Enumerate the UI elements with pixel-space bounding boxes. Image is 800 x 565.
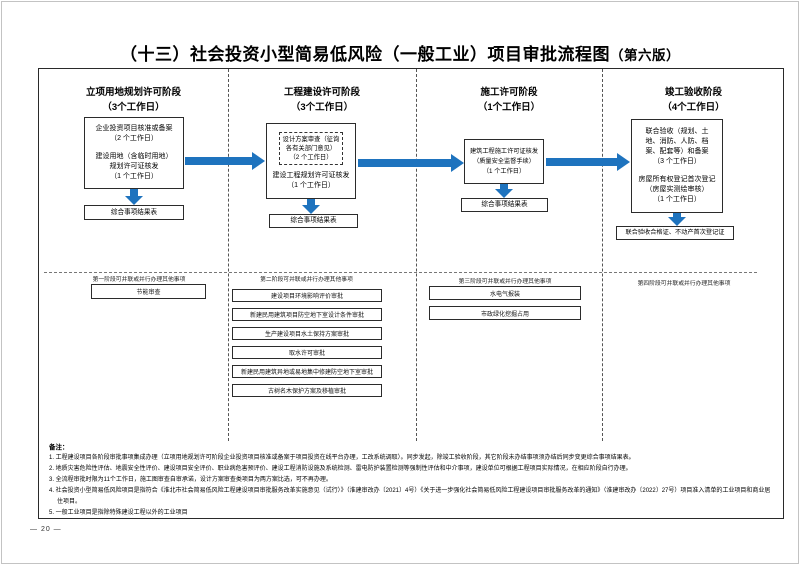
parallel-item-box: 古树名木保护方案及移植审批 xyxy=(232,384,382,397)
parallel-item-box: 建设项目环境影响评价审批 xyxy=(232,289,382,302)
text-line: 企业投资项目核准或备案 xyxy=(95,125,173,132)
note-item: 2. 地质灾害危险性评估、地震安全性评价、建设项目安全评价、职业病危害预评价、建… xyxy=(49,466,632,472)
text-line: 综合事项结果表 xyxy=(290,217,337,224)
stage2-name: 工程建设许可阶段 xyxy=(283,87,360,98)
text-line: （3 个工作日） xyxy=(653,158,701,165)
parallel-item-box: 水电气报装 xyxy=(429,286,581,300)
text-line: 建设用地（含临时用地） xyxy=(95,153,173,160)
stage2-parallel-label: 第二阶段可并联或并行办理其他事项 xyxy=(260,277,353,283)
text-line: 地、消防、人防、档 xyxy=(645,138,709,145)
title-main: （十三）社会投资小型简易低风险（一般工业）项目审批流程图 xyxy=(120,45,610,64)
flow-arrow-right-icon xyxy=(546,153,630,171)
column-divider xyxy=(416,69,417,441)
text-line: 综合事项结果表 xyxy=(481,201,528,208)
stage2-dashed-box: 设计方案审查（征询 各有关部门意见） （2 个工作日） xyxy=(278,131,344,165)
notes-section: 备注： 1. 工程建设项目各阶段审批事项集成办理（立项用地规划许可阶段企业投资项… xyxy=(49,442,773,519)
title-version: （第六版） xyxy=(610,48,680,63)
stage1-main-box: 企业投资项目核准或备案 （2 个工作日） 建设用地（含临时用地） 规划许可证核发… xyxy=(84,117,184,189)
text-line: （2 个工作日） xyxy=(110,135,158,142)
text-line: 各有关部门意见） xyxy=(285,144,337,152)
text-line: （1 个工作日） xyxy=(482,167,526,175)
page-number: — 20 — xyxy=(30,526,62,533)
text-line: 联合验收（规划、土 xyxy=(645,128,709,135)
parallel-item-box: 生产建设项目水土保持方案审批 xyxy=(232,327,382,340)
stage3-name: 施工许可阶段 xyxy=(480,87,538,98)
stage4-header: 竣工验收阶段 （4个工作日） xyxy=(602,85,785,115)
stage1-result-box: 综合事项结果表 xyxy=(84,205,184,220)
stage4-parallel-label: 第四阶段可并联或并行办理其他事项 xyxy=(637,281,731,287)
column-divider xyxy=(602,69,603,441)
page-title: （十三）社会投资小型简易低风险（一般工业）项目审批流程图（第六版） xyxy=(0,40,800,65)
parallel-item-box: 新建民用建筑异地或易地集中修建防空地下室审批 xyxy=(232,365,382,378)
stage4-name: 竣工验收阶段 xyxy=(664,87,722,98)
note-item: 1. 工程建设项目各阶段审批事项集成办理（立项用地规划许可阶段企业投资项目核准或… xyxy=(49,455,635,461)
text-line: （房屋实测绘审核） xyxy=(645,186,709,193)
text-line: 案、配套等）和备案 xyxy=(645,148,709,155)
stage3-main-box: 建筑工程施工许可证核发 （质量安全监督手续） （1 个工作日） xyxy=(464,139,544,184)
parallel-section-divider xyxy=(44,272,757,273)
stage4-days: （4个工作日） xyxy=(662,102,725,113)
stage4-main-box: 联合验收（规划、土 地、消防、人防、档 案、配套等）和备案 （3 个工作日） 房… xyxy=(631,119,723,213)
flow-arrow-down-icon xyxy=(495,184,513,198)
stage1-name: 立项用地规划许可阶段 xyxy=(85,87,181,98)
parallel-item-box: 新建民用建筑项目防空地下室设计条件审批 xyxy=(232,308,382,321)
flow-arrow-down-icon xyxy=(302,199,320,214)
flow-arrow-down-icon xyxy=(125,189,143,205)
flow-arrow-right-icon xyxy=(185,152,265,170)
text-line: （1 个工作日） xyxy=(287,181,335,189)
note-item: 3. 全流程审批时限为11个工作日，施工图审查自审承诺，设计方案审查类项目为两方… xyxy=(49,477,332,483)
stage4-result-box: 联合验收合格证、不动产首次登记证 xyxy=(616,226,734,240)
stage2-header: 工程建设许可阶段 （3个工作日） xyxy=(228,85,416,115)
flowchart-frame: 立项用地规划许可阶段 （3个工作日） 工程建设许可阶段 （3个工作日） 施工许可… xyxy=(38,68,784,519)
stage1-header: 立项用地规划许可阶段 （3个工作日） xyxy=(39,85,228,115)
column-divider xyxy=(228,69,229,441)
stage3-header: 施工许可阶段 （1个工作日） xyxy=(416,85,602,115)
stage3-days: （1个工作日） xyxy=(477,102,541,113)
stage2-main-box: 设计方案审查（征询 各有关部门意见） （2 个工作日） 建设工程规划许可证核发 … xyxy=(266,123,356,199)
stage2-result-box: 综合事项结果表 xyxy=(269,214,358,228)
stage3-parallel-label: 第三阶段可并联或并行办理其他事项 xyxy=(458,279,552,285)
text-line: （2 个工作日） xyxy=(289,153,333,161)
parallel-item-box: 节能审查 xyxy=(91,284,206,299)
text-line: 综合事项结果表 xyxy=(110,208,158,216)
note-item: 5. 一般工业项目是指除特殊建设工程以外的工业项目 xyxy=(49,510,188,516)
text-line: 规划许可证核发 xyxy=(109,163,159,170)
text-line: 联合验收合格证、不动产首次登记证 xyxy=(625,229,725,236)
note-item: 4. 社会投资小型简易低风险项目是指符合《淮北市社会简易低风险工程建设项目审批服… xyxy=(49,488,771,505)
stage1-days: （3个工作日） xyxy=(102,102,165,113)
stage2-days: （3个工作日） xyxy=(290,102,354,113)
flow-arrow-right-icon xyxy=(358,154,464,172)
flow-arrow-down-icon xyxy=(668,213,686,226)
stage3-result-box: 综合事项结果表 xyxy=(461,198,548,212)
parallel-item-box: 市政绿化挖掘占用 xyxy=(429,306,581,320)
text-line: 建设工程规划许可证核发 xyxy=(272,171,350,179)
text-line: （1 个工作日） xyxy=(110,173,158,180)
stage1-parallel-label: 第一阶段可并联或并行办理其他事项 xyxy=(92,277,186,283)
text-line: 房屋所有权登记首次登记 xyxy=(638,176,716,183)
parallel-item-box: 取水许可审批 xyxy=(232,346,382,359)
text-line: （质量安全监督手续） xyxy=(473,157,535,165)
text-line: （1 个工作日） xyxy=(653,196,701,203)
text-line: 设计方案审查（征询 xyxy=(282,135,340,143)
text-line: 建筑工程施工许可证核发 xyxy=(469,147,539,155)
notes-label: 备注： xyxy=(49,444,69,451)
